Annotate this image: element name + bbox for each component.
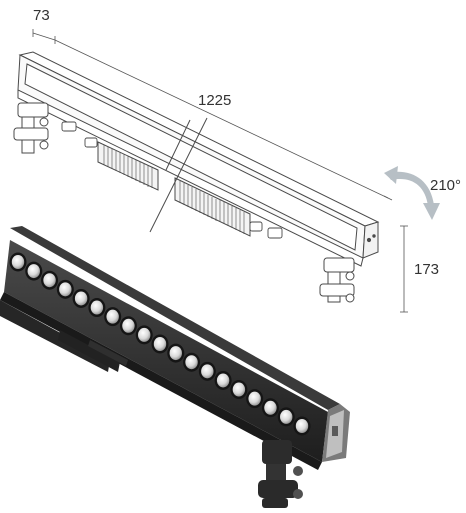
depth-dimension bbox=[32, 29, 393, 201]
photo-fixture bbox=[0, 226, 350, 508]
led-lens bbox=[74, 291, 88, 306]
led-lens bbox=[122, 318, 135, 333]
led-lens bbox=[264, 400, 277, 415]
depth-label: 73 bbox=[33, 7, 50, 24]
line-drawing-fixture bbox=[17, 51, 380, 267]
cable-glands bbox=[61, 121, 283, 239]
rotation-label: 210° bbox=[430, 177, 461, 194]
led-lens-row bbox=[9, 252, 311, 436]
led-lens bbox=[153, 337, 167, 351]
led-lens bbox=[90, 300, 104, 315]
led-lens bbox=[169, 346, 182, 361]
led-lens bbox=[138, 327, 151, 342]
length-label: 1225 bbox=[198, 92, 231, 109]
led-lens bbox=[27, 264, 40, 279]
led-lens bbox=[216, 373, 230, 388]
led-lens bbox=[185, 355, 198, 370]
led-lens bbox=[106, 309, 119, 324]
left-bracket-drawing bbox=[13, 102, 49, 154]
led-lens bbox=[43, 273, 56, 288]
led-lens bbox=[201, 364, 214, 379]
right-bracket-drawing bbox=[319, 257, 355, 303]
led-lens bbox=[280, 409, 293, 424]
led-lens bbox=[248, 391, 261, 406]
length-break-lines bbox=[149, 117, 208, 233]
led-lens bbox=[295, 419, 309, 433]
led-lens bbox=[232, 382, 246, 397]
led-lens bbox=[11, 255, 25, 269]
driver-fins bbox=[103, 145, 245, 234]
height-label: 173 bbox=[414, 261, 439, 278]
height-dimension bbox=[400, 225, 408, 313]
led-lens bbox=[59, 282, 72, 297]
rotation-arrow bbox=[384, 166, 440, 220]
